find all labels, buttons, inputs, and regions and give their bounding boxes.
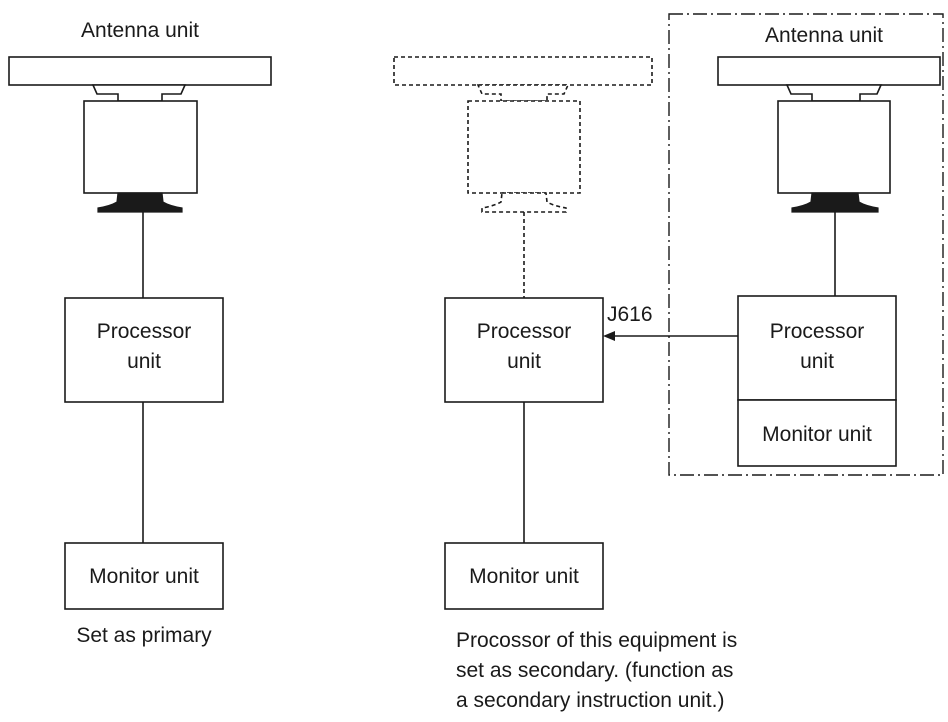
left-processor-label-line2: unit: [127, 350, 161, 373]
right-system-boundary: [668, 13, 944, 476]
middle-caption-line2: set as secondary. (function as: [456, 659, 733, 682]
left-monitor-label: Monitor unit: [89, 565, 199, 588]
right-antenna-pedestal: [777, 100, 891, 194]
j616-connector-label: J616: [607, 303, 653, 326]
middle-antenna-coupler: [476, 84, 570, 102]
middle-caption-line1: Procossor of this equipment is: [456, 629, 737, 652]
left-processor-unit: [64, 297, 224, 403]
middle-processor-label-line1: Processor: [477, 320, 572, 343]
middle-monitor-label: Monitor unit: [469, 565, 579, 588]
middle-antenna-base: [481, 192, 567, 213]
middle-processor-unit: [444, 297, 604, 403]
left-antenna-pedestal: [83, 100, 198, 194]
j616-arrowhead: [603, 331, 615, 341]
right-antenna-radiator: [717, 56, 941, 86]
right-antenna-base: [791, 192, 879, 213]
middle-processor-label-line2: unit: [507, 350, 541, 373]
left-antenna-unit: [8, 56, 272, 213]
left-caption: Set as primary: [76, 624, 212, 647]
right-antenna-unit: [717, 56, 941, 213]
right-antenna-coupler: [785, 84, 883, 102]
right-monitor-unit: [737, 399, 897, 467]
left-antenna-coupler: [91, 84, 187, 102]
middle-antenna-pedestal: [467, 100, 581, 194]
middle-antenna-radiator: [393, 56, 653, 86]
left-antenna-radiator: [8, 56, 272, 86]
right-processor-label-line2: unit: [800, 350, 834, 373]
middle-monitor-unit: [444, 542, 604, 610]
left-antenna-label: Antenna unit: [81, 19, 199, 42]
right-processor-label-line1: Processor: [770, 320, 865, 343]
left-processor-label-line1: Processor: [97, 320, 192, 343]
left-monitor-unit: [64, 542, 224, 610]
left-antenna-base: [97, 192, 183, 213]
middle-antenna-unit-dashed: [393, 56, 653, 213]
right-antenna-label: Antenna unit: [765, 24, 883, 47]
middle-caption-line3: a secondary instruction unit.): [456, 689, 724, 712]
right-processor-unit: [737, 295, 897, 401]
right-monitor-label: Monitor unit: [762, 423, 872, 446]
